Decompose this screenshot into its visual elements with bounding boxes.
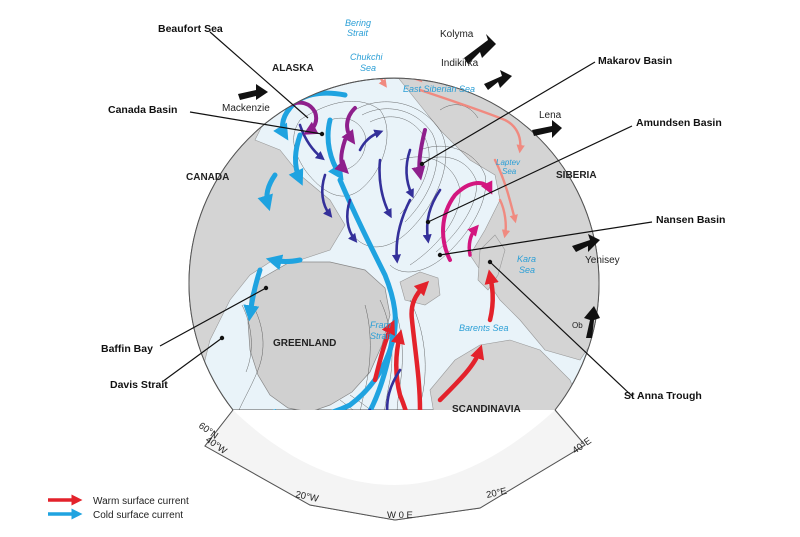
- legend-cold-label: Cold surface current: [93, 510, 183, 521]
- warm-west-spitsbergen: [390, 329, 418, 410]
- arrow-indikirka: [484, 70, 512, 90]
- sea-bering-strait-1: Bering: [345, 18, 371, 28]
- coord-20w: 20°W: [294, 489, 319, 505]
- arrow-lena: [532, 120, 562, 138]
- cold-archipelago-2: [265, 254, 303, 271]
- intermediate-currents: [288, 100, 427, 181]
- land-greenland: [247, 261, 391, 410]
- arrow-ob: [584, 306, 600, 338]
- sea-chukchi-1: Chukchi: [350, 52, 384, 62]
- coord-20e: 20°E: [485, 486, 508, 501]
- river-ob: Ob: [572, 321, 583, 330]
- river-kolyma: Kolyma: [440, 29, 474, 40]
- arrow-kolyma: [464, 34, 496, 64]
- region-alaska: ALASKA: [272, 63, 314, 74]
- warm-barents: [437, 344, 485, 403]
- graticule-fill: [205, 410, 585, 520]
- cold-beaufort-gyre: [273, 90, 348, 141]
- cold-archipelago-1: [257, 172, 278, 212]
- region-canada: CANADA: [186, 172, 229, 183]
- sea-kara-2: Sea: [519, 265, 535, 275]
- warm-barents-2: [484, 269, 499, 323]
- region-greenland: GREENLAND: [273, 338, 336, 349]
- sea-barents: Barents Sea: [459, 323, 509, 333]
- sea-laptev-2: Sea: [502, 167, 517, 176]
- coord-0: W 0 E: [387, 510, 413, 521]
- callout-leaders: [159, 31, 653, 397]
- sea-laptev-1: Laptev: [496, 158, 521, 167]
- river-discharge-arrows: [238, 34, 600, 338]
- callout-st-anna-trough: St Anna Trough: [624, 390, 702, 402]
- sea-kara-1: Kara: [517, 254, 536, 264]
- cold-baffin: [243, 267, 263, 322]
- river-mackenzie: Mackenzie: [222, 103, 270, 114]
- warm-norwegian-main: [397, 280, 430, 410]
- arrow-mackenzie: [238, 84, 268, 100]
- cold-east-greenland: [342, 317, 398, 410]
- callout-amundsen-basin: Amundsen Basin: [636, 117, 722, 129]
- boundary-current-kara: [467, 224, 479, 257]
- region-scandinavia: SCANDINAVIA: [452, 404, 521, 415]
- warm-currents: [372, 269, 499, 410]
- arrow-yenisey: [572, 234, 600, 252]
- callout-dots: [219, 131, 493, 341]
- cold-canada-coast: [288, 132, 304, 186]
- atlantic-layer-currents: [298, 123, 442, 410]
- sea-fram-strait-2: Strait: [370, 331, 392, 341]
- callout-makarov-basin: Makarov Basin: [598, 55, 672, 67]
- callout-beaufort-sea: Beaufort Sea: [158, 23, 223, 35]
- river-indikirka: Indikirka: [441, 58, 479, 69]
- boundary-current-siberian-slope: [441, 180, 493, 262]
- disc-outline: [188, 77, 600, 411]
- legend: Warm surface current Cold surface curren…: [48, 494, 189, 521]
- sea-fram-strait-1: Fram: [370, 320, 392, 330]
- warm-greenland-branch: [372, 319, 395, 383]
- river-lena: Lena: [539, 110, 562, 121]
- callout-baffin-bay: Baffin Bay: [101, 343, 153, 355]
- sea-chukchi-2: Sea: [360, 63, 376, 73]
- sea-east-siberian: East Siberian Sea: [403, 84, 475, 94]
- callout-nansen-basin: Nansen Basin: [656, 214, 725, 226]
- callout-davis-strait: Davis Strait: [110, 379, 168, 391]
- river-yenisey: Yenisey: [585, 255, 620, 266]
- legend-warm-label: Warm surface current: [93, 496, 189, 507]
- region-siberia: SIBERIA: [556, 170, 597, 181]
- callout-canada-basin: Canada Basin: [108, 104, 177, 116]
- sea-bering-strait-2: Strait: [347, 28, 369, 38]
